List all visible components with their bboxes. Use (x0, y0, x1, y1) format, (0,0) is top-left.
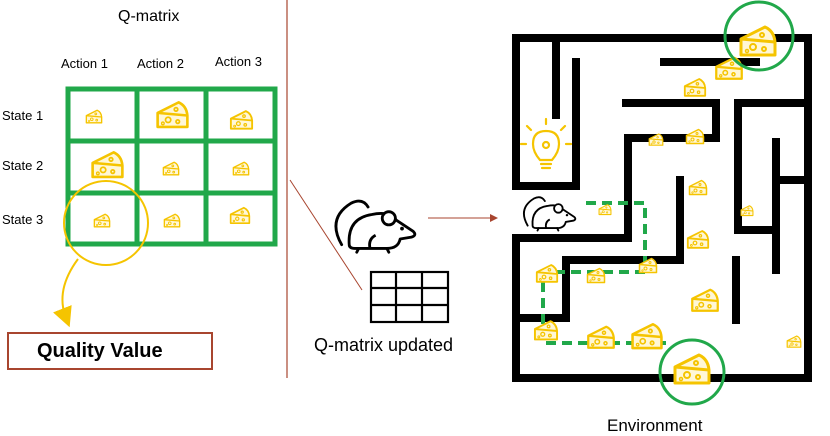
qmatrix-cheese-cells (85, 101, 254, 228)
goal-circle (723, 0, 795, 72)
cheese-icon (93, 213, 111, 228)
cheese-icon (232, 161, 250, 176)
cheese-icon (786, 335, 802, 348)
qmatrix-title: Q-matrix (118, 8, 180, 25)
quality-value-label: Quality Value (37, 340, 163, 362)
highlight-circle (63, 180, 149, 266)
cheese-icon (229, 206, 251, 224)
table-icon (369, 270, 450, 324)
connector-line (289, 179, 363, 291)
cheese-icon (740, 205, 754, 217)
cheese-icon (533, 320, 559, 341)
mouse-icon (334, 199, 417, 254)
cheese-icon (535, 264, 559, 283)
cheese-icon (162, 161, 180, 176)
cheese-icon (85, 109, 103, 124)
state-2-label: State 2 (2, 158, 44, 173)
cheese-icon (91, 151, 124, 179)
qmatrix-updated-label: Q-matrix updated (314, 335, 454, 355)
action-3-label: Action 3 (215, 54, 262, 69)
action-2-label: Action 2 (137, 56, 184, 71)
mouse-icon (522, 196, 577, 232)
cheese-icon (229, 110, 254, 130)
action-1-label: Action 1 (61, 56, 108, 71)
quality-arrow (53, 258, 79, 328)
cheese-icon (683, 78, 707, 97)
lightbulb-icon (519, 117, 573, 170)
qmatrix-grid (65, 86, 278, 247)
cheese-icon (688, 179, 708, 196)
cheese-icon (685, 128, 705, 145)
cheese-icon (587, 325, 615, 349)
cheese-icon (156, 101, 189, 129)
cheese-icon (598, 204, 612, 216)
cheese-icon (673, 353, 711, 385)
environment-label: Environment (607, 416, 703, 435)
start-circle (658, 338, 726, 406)
cheese-icon (163, 213, 181, 228)
state-3-label: State 3 (2, 212, 44, 227)
state-1-label: State 1 (2, 108, 44, 123)
quality-value-box: Quality Value (7, 332, 213, 370)
cheese-icon (691, 288, 719, 312)
cheese-icon (631, 322, 663, 350)
cheese-icon (686, 230, 710, 249)
cheese-icon (739, 25, 777, 57)
